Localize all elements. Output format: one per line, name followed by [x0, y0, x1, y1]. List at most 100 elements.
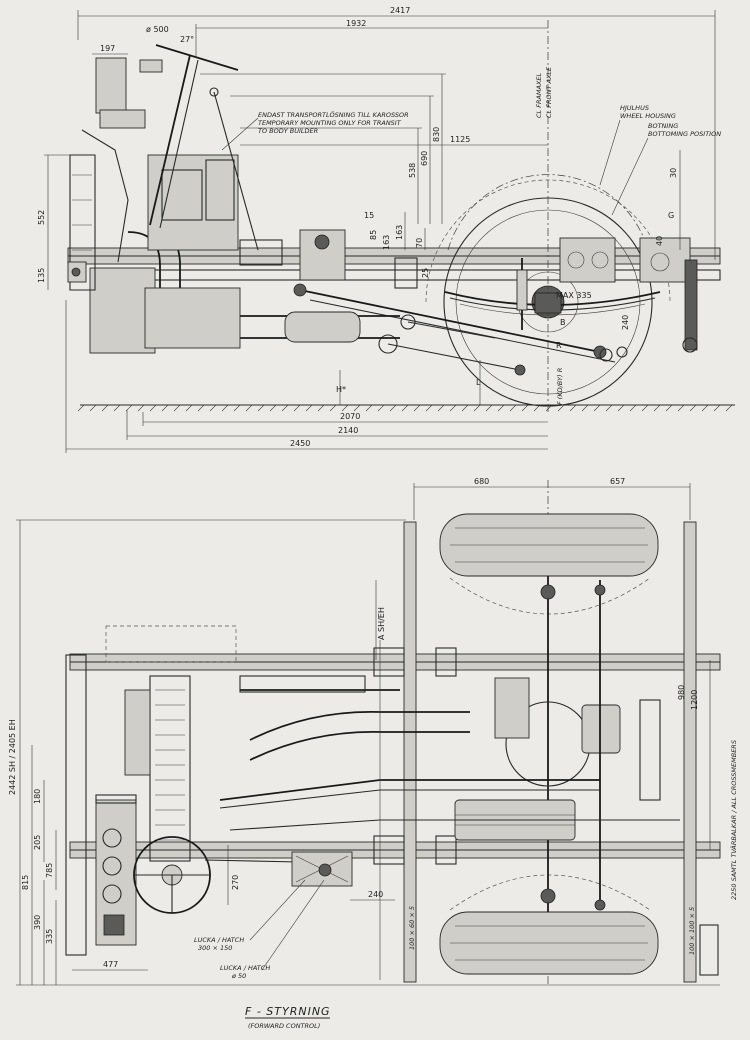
section-100x60x5: 100 × 60 × 5	[408, 906, 416, 950]
crossmember-bracket-1	[373, 647, 405, 677]
spring-pack-lines	[455, 814, 575, 826]
steering-wheel	[155, 44, 239, 71]
plan-wheel-top-tread	[450, 527, 648, 563]
crossmember-hole-2	[591, 251, 609, 269]
rear-bracket-plan	[639, 699, 661, 801]
dashboard-top-strip	[95, 794, 137, 804]
dim-240-side: 240	[621, 315, 630, 330]
steering-column-2	[159, 59, 199, 229]
rear-hanger-plan	[699, 924, 719, 976]
wheel-housing-label-en: WHEEL HOUSING	[620, 112, 676, 120]
drawing-subtitle: (FORWARD CONTROL)	[248, 1022, 320, 1030]
lower-links	[387, 321, 521, 371]
gauge-2	[102, 856, 122, 876]
tie-rod	[309, 299, 616, 363]
dim-815: 815	[21, 875, 30, 890]
gear-lever	[213, 91, 259, 251]
crossmember-bracket-4	[435, 835, 457, 865]
dim-2450: 2450	[290, 439, 310, 448]
shock-absorber-body	[516, 269, 528, 311]
muffler	[284, 311, 361, 343]
dim-163: 163	[395, 225, 404, 240]
dim-980: 980	[677, 685, 686, 700]
kingpin-bottom	[540, 888, 556, 904]
gauge-1	[102, 828, 122, 848]
dim-180: 180	[33, 789, 42, 804]
hatch2-leader	[261, 879, 325, 971]
bracket-box	[394, 257, 418, 289]
crossmember-bracket-2	[373, 835, 405, 865]
dim-163b: 163	[382, 235, 391, 250]
cab-front-wall-plan	[65, 654, 87, 956]
engine-outline-hidden	[105, 625, 237, 663]
dim-680: 680	[474, 477, 489, 486]
steering-box-shaft	[314, 234, 330, 250]
dim-270: 270	[231, 875, 240, 890]
dim-wheel-angle: 27°	[180, 35, 194, 44]
side-view: 2417 1932 ø 500 27° 197 830 690 538 163 …	[37, 6, 735, 453]
plan-steering-shaft	[204, 859, 301, 863]
dim-30: 30	[669, 168, 678, 178]
dim-477: 477	[103, 960, 118, 969]
hatch2-size: ø 50	[231, 972, 246, 980]
crossmember-front	[403, 521, 417, 983]
frame-end-box	[639, 237, 691, 283]
frame-rail-lower	[119, 269, 721, 281]
cab-front-ribs	[72, 174, 92, 251]
ball-joint-rear	[293, 283, 307, 297]
frame-end-hole	[650, 252, 670, 272]
drag-link	[299, 289, 601, 353]
dim-1200: 1200	[690, 690, 699, 710]
hatch2-title: LUCKA / HATCH	[220, 964, 270, 972]
cab-front-post	[69, 154, 96, 291]
letter-b: B	[560, 318, 566, 327]
dim-197: 197	[100, 44, 115, 53]
radiator-fins	[155, 689, 185, 841]
dim-a-width: A SH/EH	[377, 607, 386, 640]
switch-panel	[103, 914, 125, 936]
pivot-mid	[400, 314, 416, 330]
transport-leader	[221, 117, 259, 151]
engine-side-panel	[205, 159, 235, 221]
plan-wheel-bottom-swing	[449, 874, 651, 911]
dim-657: 657	[610, 477, 625, 486]
dim-25: 25	[421, 268, 430, 278]
steering-arm-joint	[599, 348, 613, 362]
crossmember-bracket-3	[435, 647, 457, 677]
dim-538: 538	[408, 163, 417, 178]
dim-205: 205	[33, 835, 42, 850]
bottoming-arc	[447, 174, 649, 251]
bottoming-label-sv: BOTNING	[648, 122, 678, 130]
steering-column	[149, 54, 191, 226]
steering-column-support	[81, 129, 129, 263]
tow-pin	[71, 267, 81, 277]
housing-leader	[599, 119, 621, 186]
dim-2417: 2417	[390, 6, 410, 15]
seat-cushion	[99, 109, 146, 129]
crossmember-hole-1	[567, 251, 585, 269]
section-100x100x5: 100 × 100 × 5	[688, 907, 696, 955]
dim-85: 85	[369, 230, 378, 240]
dim-wheel-diameter: ø 500	[146, 25, 169, 34]
dim-335: 335	[45, 929, 54, 944]
dim-830: 830	[432, 127, 441, 142]
plan-exhaust-lower	[249, 730, 470, 761]
plan-wheel-bottom-tread	[450, 925, 648, 961]
steering-arm-end	[616, 346, 628, 358]
hatch1-leader	[249, 879, 306, 941]
front-axle-label-sv: CL FRAMAXEL	[535, 72, 543, 118]
spring-u-bolt	[534, 292, 562, 314]
frame-crossmember-box	[559, 237, 616, 283]
diff-housing	[581, 704, 621, 754]
plan-crossrail-front	[239, 675, 366, 693]
ball-joint-front	[593, 345, 607, 359]
rear-spring-hanger	[684, 259, 698, 351]
plan-view: 680 657	[8, 477, 738, 986]
transport-note-sv: ENDAST TRANSPORTLÖSNING TILL KAROSSOR	[258, 110, 409, 119]
drawing-title: F - STYRNING	[245, 1005, 331, 1018]
dim-552: 552	[37, 210, 46, 225]
front-axle-label-en: CL FRONT AXLE	[545, 66, 553, 118]
letter-g: G	[668, 211, 674, 220]
plan-exhaust-upper	[249, 710, 470, 741]
